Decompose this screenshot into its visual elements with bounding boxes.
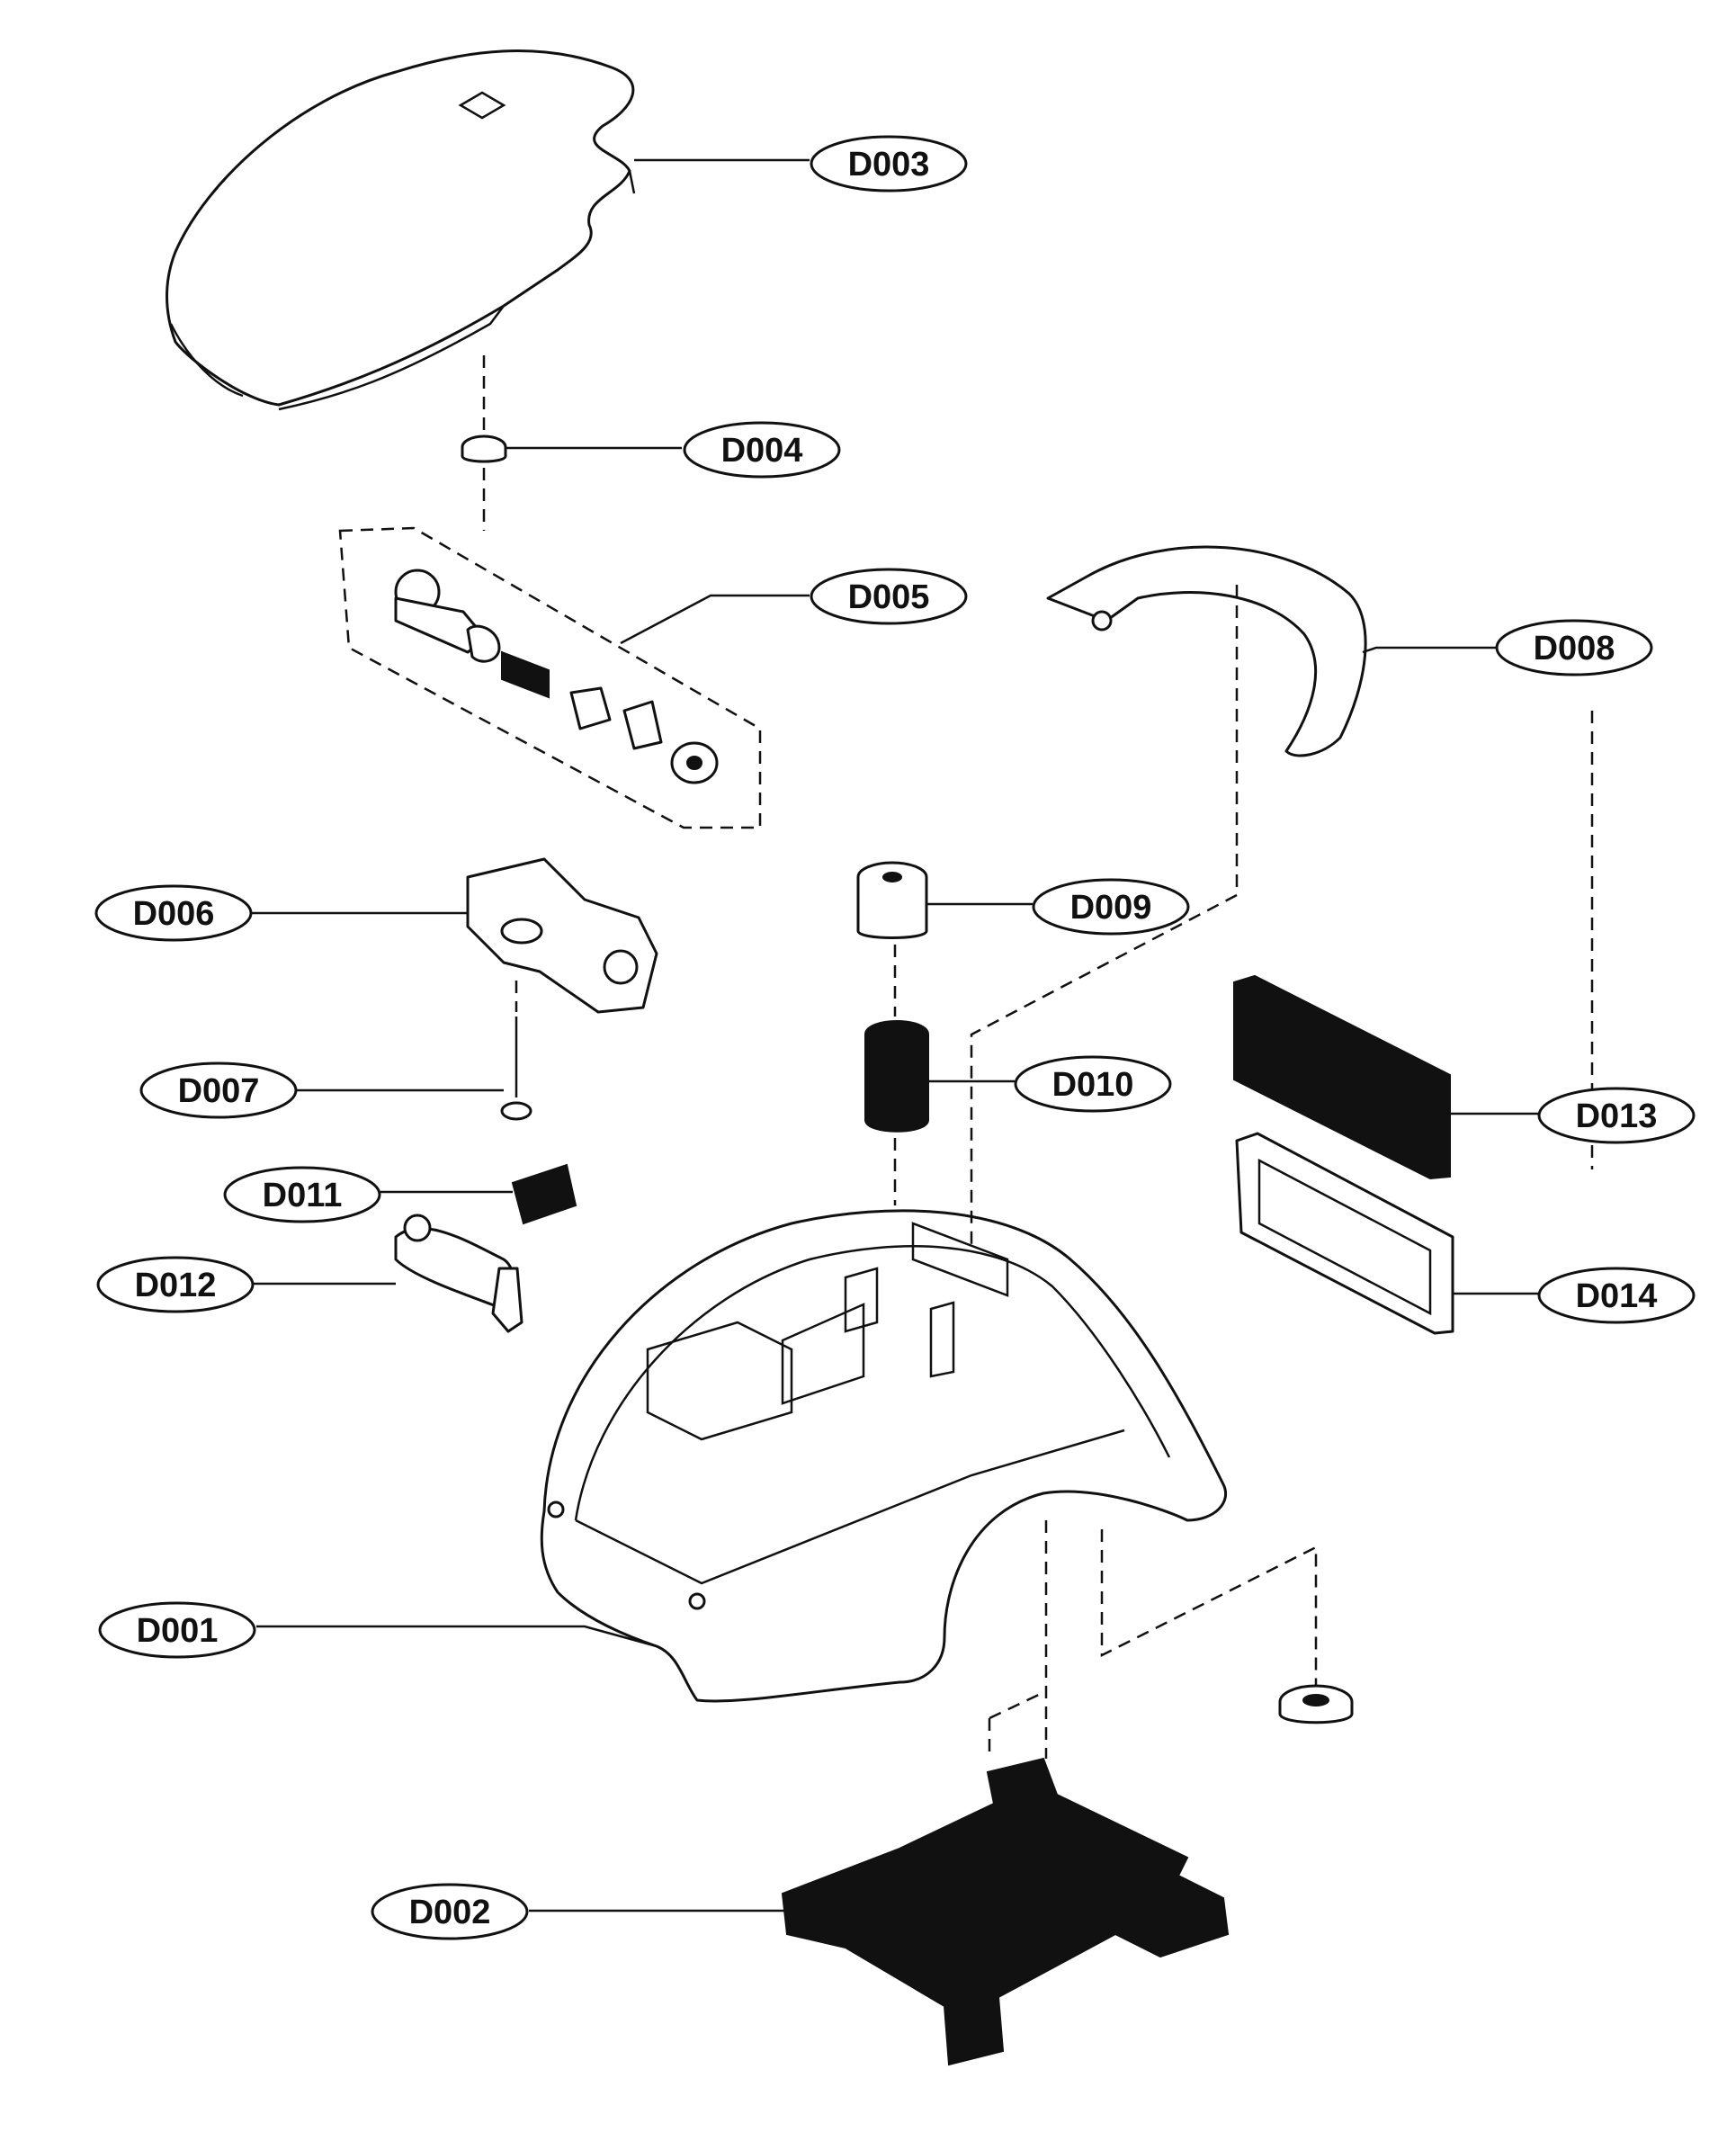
leader-lines — [252, 158, 1538, 1913]
tag-d008-label: D008 — [1534, 630, 1615, 667]
tag-d001: D001 — [98, 1601, 256, 1659]
part-d011-spring — [511, 1163, 577, 1225]
part-d010-spring — [864, 1020, 929, 1133]
part-d005-assembly — [338, 526, 762, 829]
part-d001-main-body — [540, 1209, 1227, 1703]
tag-d005: D005 — [810, 568, 968, 625]
tag-d013-label: D013 — [1576, 1097, 1658, 1135]
tag-d011: D011 — [223, 1166, 381, 1223]
tag-d012-label: D012 — [135, 1267, 217, 1304]
tag-d008: D008 — [1495, 619, 1653, 676]
tag-d011-label: D011 — [263, 1177, 343, 1214]
tag-d006-label: D006 — [133, 895, 215, 933]
part-d013-filter — [1233, 974, 1451, 1180]
part-d007-screw — [500, 1017, 532, 1121]
tag-d002-label: D002 — [409, 1894, 491, 1931]
tag-d005-label: D005 — [848, 578, 930, 616]
part-d008-arch — [1046, 545, 1367, 757]
tag-d014-label: D014 — [1576, 1277, 1658, 1315]
part-foot-ring — [1278, 1684, 1354, 1724]
tag-d003: D003 — [810, 135, 968, 193]
tag-d010: D010 — [1014, 1055, 1172, 1113]
tag-d004-label: D004 — [721, 432, 803, 470]
tag-d001-label: D001 — [137, 1612, 219, 1650]
tag-d007-label: D007 — [178, 1072, 260, 1110]
tag-d009-label: D009 — [1070, 889, 1152, 927]
part-d012-latch — [394, 1214, 523, 1333]
part-d003-top-cover — [166, 49, 636, 411]
part-d009-cap — [856, 861, 928, 939]
tag-d002: D002 — [371, 1883, 529, 1940]
part-d004-ring — [461, 434, 507, 463]
tag-d012: D012 — [96, 1256, 255, 1313]
part-d006-bracket — [466, 857, 658, 1014]
tag-d007: D007 — [139, 1062, 298, 1119]
tag-d003-label: D003 — [848, 146, 930, 184]
tag-d010-label: D010 — [1052, 1066, 1134, 1104]
tag-d004: D004 — [683, 421, 841, 479]
part-d002-base-pad — [781, 1757, 1230, 2066]
tag-d014: D014 — [1537, 1267, 1696, 1324]
tag-d013: D013 — [1537, 1087, 1696, 1144]
part-d014-grille — [1235, 1132, 1454, 1335]
tag-d006: D006 — [94, 884, 253, 942]
tag-d009: D009 — [1032, 878, 1190, 936]
